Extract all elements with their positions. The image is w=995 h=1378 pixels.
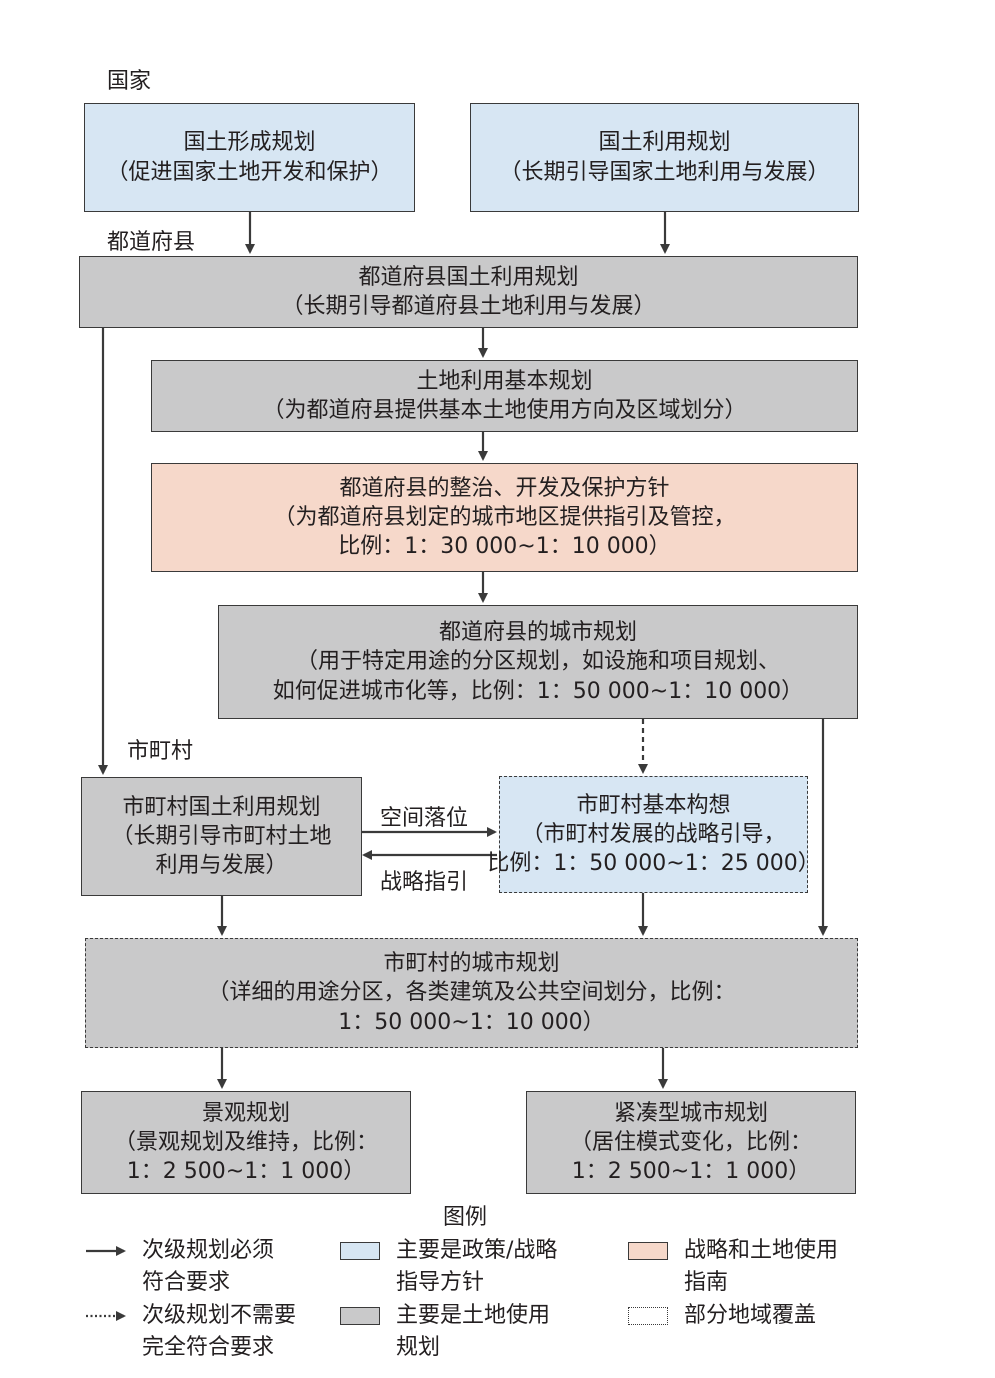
- level-label-prefecture: 都道府县: [107, 230, 196, 255]
- box-scale: 1：50 000~1：10 000）: [338, 1009, 605, 1035]
- box-muni-city-plan: 市町村的城市规划 （详细的用途分区，各类建筑及公共空间划分，比例： 1：50 0…: [85, 938, 858, 1048]
- level-label-national: 国家: [107, 69, 152, 94]
- box-national-spatial-plan: 国土形成规划 （促进国家土地开发和保护）: [84, 103, 415, 212]
- box-desc-cont: 利用与发展）: [155, 853, 288, 879]
- box-desc: （详细的用途分区，各类建筑及公共空间划分，比例：: [207, 980, 736, 1006]
- legend-text: 符合要求: [142, 1269, 231, 1295]
- box-desc: （市町村发展的战略引导，: [521, 821, 786, 847]
- box-desc: （长期引导市町村土地: [111, 823, 332, 849]
- box-title: 都道府县的整治、开发及保护方针: [339, 475, 670, 501]
- box-desc: （为都道府县提供基本土地使用方向及区域划分）: [262, 398, 747, 423]
- box-desc: （长期引导都道府县土地利用与发展）: [281, 294, 656, 319]
- box-muni-basic-concept: 市町村基本构想 （市町村发展的战略引导， 比例：1：50 000~1：25 00…: [487, 776, 820, 893]
- legend-title: 图例: [443, 1205, 488, 1230]
- legend-item-dashed: 部分地域覆盖: [684, 1300, 816, 1332]
- legend-text: 战略和土地使用: [684, 1238, 839, 1263]
- box-pref-land-use-plan: 都道府县国土利用规划 （长期引导都道府县土地利用与发展）: [79, 256, 858, 328]
- box-pref-policy: 都道府县的整治、开发及保护方针 （为都道府县划定的城市地区提供指引及管控， 比例…: [151, 463, 858, 572]
- box-title: 紧凑型城市规划: [613, 1100, 768, 1126]
- box-landscape-plan: 景观规划 （景观规划及维持，比例： 1：2 500~1：1 000）: [81, 1091, 411, 1194]
- legend-text: 主要是土地使用: [396, 1303, 551, 1328]
- legend-text: 次级规划必须: [142, 1238, 275, 1263]
- box-scale: 1：2 500~1：1 000）: [126, 1159, 366, 1185]
- box-basic-land-use-plan: 土地利用基本规划 （为都道府县提供基本土地使用方向及区域划分）: [151, 360, 858, 432]
- box-title: 市町村基本构想: [576, 792, 731, 818]
- box-desc-scale: 如何促进城市化等，比例：1：50 000~1：10 000）: [272, 678, 804, 704]
- box-scale: 比例：1：30 000~1：10 000）: [338, 534, 671, 560]
- legend-swatch-pink: [628, 1242, 668, 1260]
- connector-label-spatial-placement: 空间落位: [380, 806, 469, 831]
- box-title: 市町村的城市规划: [383, 951, 560, 977]
- legend-swatch-dashed: [628, 1307, 668, 1325]
- box-title: 国土形成规划: [183, 130, 316, 156]
- legend-text: 次级规划不需要: [142, 1303, 297, 1328]
- legend-text: 主要是政策/战略: [396, 1238, 558, 1263]
- box-compact-city-plan: 紧凑型城市规划 （居住模式变化，比例： 1：2 500~1：1 000）: [526, 1091, 856, 1194]
- connector-label-strategic-guidance: 战略指引: [380, 870, 469, 895]
- legend-swatch-gray: [340, 1307, 380, 1325]
- legend-swatch-blue: [340, 1242, 380, 1260]
- legend-text: 指南: [684, 1269, 729, 1295]
- box-title: 市町村国土利用规划: [122, 794, 321, 820]
- box-scale: 1：2 500~1：1 000）: [571, 1159, 811, 1185]
- box-desc: （为都道府县划定的城市地区提供指引及管控，: [273, 504, 736, 530]
- box-title: 国土利用规划: [598, 130, 731, 156]
- legend-text: 部分地域覆盖: [684, 1303, 817, 1328]
- box-desc: （促进国家土地开发和保护）: [106, 159, 393, 185]
- box-desc: （居住模式变化，比例：: [569, 1129, 812, 1155]
- box-scale: 比例：1：50 000~1：25 000）: [487, 851, 820, 877]
- box-desc: （长期引导国家土地利用与发展）: [499, 159, 830, 185]
- box-title: 都道府县的城市规划: [438, 620, 637, 646]
- box-pref-city-plan: 都道府县的城市规划 （用于特定用途的分区规划，如设施和项目规划、 如何促进城市化…: [218, 605, 858, 719]
- legend-item-gray: 主要是土地使用 规划: [396, 1300, 550, 1364]
- legend-text: 完全符合要求: [142, 1334, 275, 1360]
- legend-item-pink: 战略和土地使用 指南: [684, 1235, 838, 1299]
- level-label-municipal: 市町村: [127, 739, 194, 764]
- box-title: 土地利用基本规划: [416, 368, 593, 394]
- box-title: 景观规划: [201, 1100, 290, 1126]
- box-title: 都道府县国土利用规划: [358, 264, 579, 290]
- legend-item-solid-arrow: 次级规划必须 符合要求: [142, 1235, 274, 1299]
- legend-item-dotted-arrow: 次级规划不需要 完全符合要求: [142, 1300, 296, 1364]
- box-desc: （景观规划及维持，比例：: [113, 1129, 378, 1155]
- legend-text: 规划: [396, 1334, 441, 1360]
- box-muni-land-use-plan: 市町村国土利用规划 （长期引导市町村土地 利用与发展）: [81, 777, 362, 896]
- box-desc: （用于特定用途的分区规划，如设施和项目规划、: [295, 649, 780, 675]
- legend-text: 指导方针: [396, 1269, 485, 1295]
- legend-item-blue: 主要是政策/战略 指导方针: [396, 1235, 557, 1299]
- box-national-land-use-plan: 国土利用规划 （长期引导国家土地利用与发展）: [470, 103, 859, 212]
